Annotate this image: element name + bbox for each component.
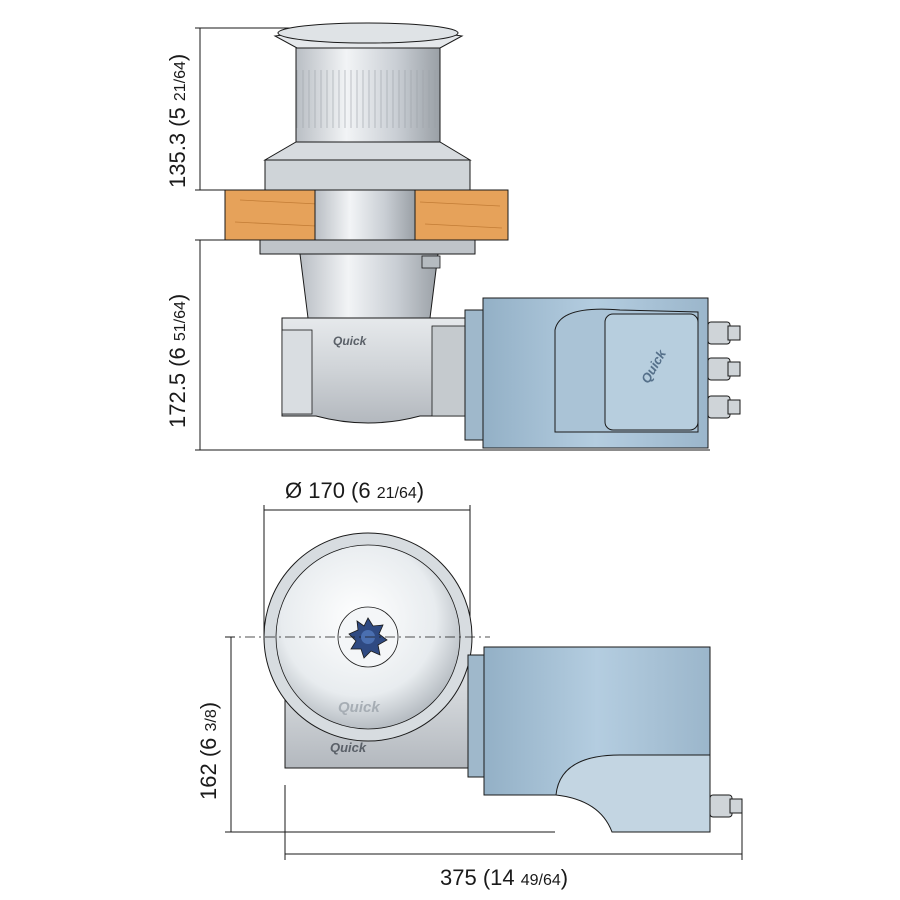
capstan-drum: [263, 22, 472, 191]
dim-capstan-height: 135.3 (5 21/64): [165, 54, 190, 188]
dimension-lines-vertical: [195, 27, 710, 451]
dim-diameter: Ø 170 (6 21/64): [285, 478, 424, 503]
gearbox-side: Quick: [281, 317, 471, 424]
motor-side: Quick: [464, 297, 741, 449]
terminal-nuts: [707, 321, 741, 419]
brand-logo-top: Quick: [338, 699, 380, 716]
terminal-nut-plan: [709, 794, 743, 818]
dimension-lines-plan: [225, 636, 743, 860]
motor-plan: [467, 646, 743, 833]
brand-logo-side: Quick: [333, 334, 368, 348]
side-elevation: Quick Quick 135.3 (5 21/64) 172.5 (6 51/…: [165, 22, 741, 451]
plan-view: Ø 170 (6 21/64) Quick Quick: [196, 478, 743, 890]
shaft: [259, 189, 476, 319]
dim-depth: 162 (6 3/8): [196, 702, 221, 800]
dim-motor-height: 172.5 (6 51/64): [165, 294, 190, 428]
dim-length: 375 (14 49/64): [440, 865, 568, 890]
brand-logo-base: Quick: [330, 740, 367, 755]
